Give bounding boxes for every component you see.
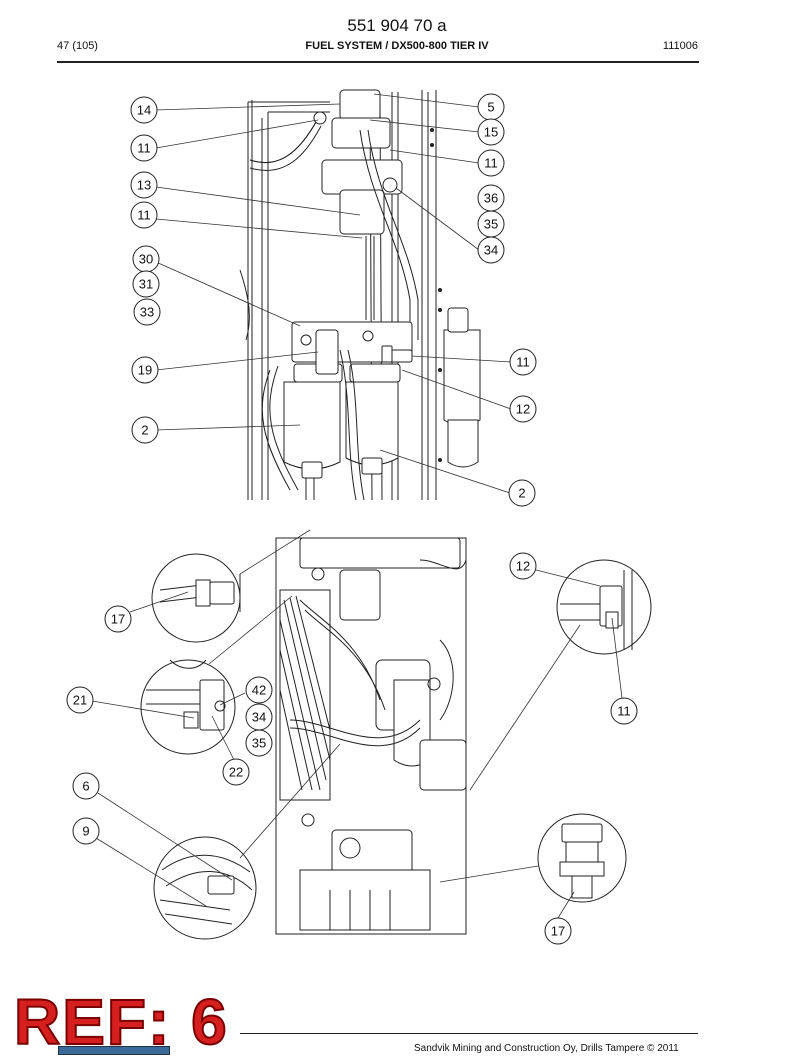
footer-divider xyxy=(240,1033,698,1034)
document-number: 551 904 70 a xyxy=(347,16,447,35)
footer-copyright: Sandvik Mining and Construction Oy, Dril… xyxy=(414,1043,679,1054)
callout-12: 12 xyxy=(509,395,537,423)
svg-text:2: 2 xyxy=(518,486,525,501)
svg-text:34: 34 xyxy=(484,243,498,258)
detail-view-17-bottom xyxy=(537,813,627,903)
svg-text:11: 11 xyxy=(137,208,151,223)
date-code: 111006 xyxy=(662,40,698,52)
top-leader-lines xyxy=(155,93,512,494)
section-title: FUEL SYSTEM / DX500-800 TIER IV xyxy=(305,40,489,52)
callout-11: 11 xyxy=(477,149,505,177)
engine-assembly xyxy=(275,537,467,935)
svg-text:34: 34 xyxy=(252,710,266,725)
svg-text:19: 19 xyxy=(138,363,152,378)
callout-6: 6 xyxy=(72,772,100,800)
callout-2: 2 xyxy=(508,479,536,507)
callout-14: 14 xyxy=(130,96,158,124)
svg-text:5: 5 xyxy=(487,100,494,115)
svg-text:30: 30 xyxy=(139,252,153,267)
svg-text:31: 31 xyxy=(139,277,153,292)
svg-text:35: 35 xyxy=(252,736,266,751)
detail-view-12-11 xyxy=(556,559,652,655)
callout-33: 33 xyxy=(133,298,161,326)
callout-11: 11 xyxy=(130,134,158,162)
callout-17: 17 xyxy=(544,917,572,945)
callout-42: 42 xyxy=(245,676,273,704)
company-logo xyxy=(58,1046,170,1055)
callout-9: 9 xyxy=(72,817,100,845)
bottom-leader-lines xyxy=(91,529,623,919)
svg-text:9: 9 xyxy=(82,824,89,839)
detail-view-21-22 xyxy=(140,659,236,755)
svg-text:22: 22 xyxy=(229,765,243,780)
top-assembly xyxy=(239,89,481,501)
callout-31: 31 xyxy=(132,270,160,298)
svg-text:17: 17 xyxy=(551,924,565,939)
callout-15: 15 xyxy=(477,118,505,146)
callout-11: 11 xyxy=(130,201,158,229)
svg-text:36: 36 xyxy=(484,191,498,206)
detail-view-17-top xyxy=(151,553,241,643)
callout-34: 34 xyxy=(245,703,273,731)
svg-text:11: 11 xyxy=(137,141,151,156)
callout-19: 19 xyxy=(131,356,159,384)
callout-22: 22 xyxy=(222,758,250,786)
callout-36: 36 xyxy=(477,184,505,212)
callout-5: 5 xyxy=(477,93,505,121)
callout-2: 2 xyxy=(131,416,159,444)
callout-35: 35 xyxy=(245,729,273,757)
svg-text:12: 12 xyxy=(516,402,530,417)
page-reference: 47 (105) xyxy=(57,40,98,52)
svg-text:17: 17 xyxy=(111,612,125,627)
svg-text:12: 12 xyxy=(516,559,530,574)
callout-35: 35 xyxy=(477,210,505,238)
callout-34: 34 xyxy=(477,236,505,264)
svg-text:33: 33 xyxy=(140,305,154,320)
svg-text:13: 13 xyxy=(137,178,151,193)
svg-text:42: 42 xyxy=(252,683,266,698)
callout-21: 21 xyxy=(66,686,94,714)
callout-12: 12 xyxy=(509,552,537,580)
svg-text:14: 14 xyxy=(137,103,151,118)
svg-text:11: 11 xyxy=(484,156,498,171)
svg-text:6: 6 xyxy=(82,779,89,794)
svg-text:11: 11 xyxy=(516,355,530,370)
detail-view-6-9 xyxy=(153,836,257,940)
svg-text:15: 15 xyxy=(484,125,498,140)
callout-30: 30 xyxy=(132,245,160,273)
svg-text:21: 21 xyxy=(73,693,87,708)
svg-text:2: 2 xyxy=(141,423,148,438)
callout-13: 13 xyxy=(130,171,158,199)
callout-11: 11 xyxy=(509,348,537,376)
callout-17: 17 xyxy=(104,605,132,633)
svg-text:35: 35 xyxy=(484,217,498,232)
svg-text:11: 11 xyxy=(617,704,631,719)
header-divider xyxy=(57,61,699,63)
callout-11: 11 xyxy=(610,697,638,725)
